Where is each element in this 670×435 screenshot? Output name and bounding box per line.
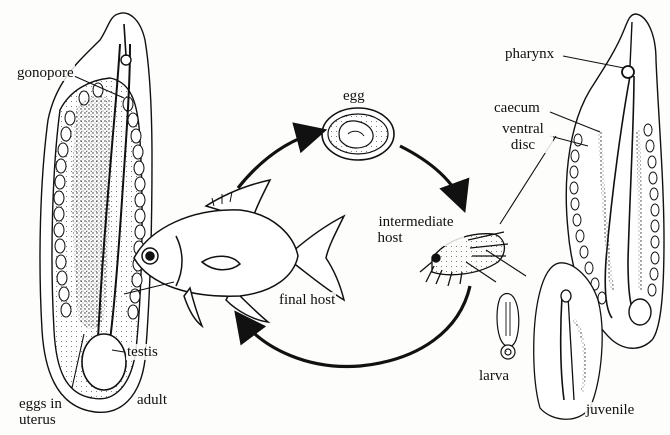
- arrow-to-intermediate-host: [400, 146, 462, 204]
- label-eggs-in-uterus-line2: uterus: [19, 412, 56, 428]
- label-intermediate-host-line2: host: [377, 230, 402, 246]
- label-ventral-disc-line2: disc: [511, 137, 535, 153]
- label-gonopore: gonopore: [16, 65, 75, 81]
- label-eggs-in-uterus: eggs in uterus: [18, 396, 63, 428]
- label-ventral-disc-line1: ventral: [502, 121, 544, 137]
- juvenile-drawing: [534, 263, 602, 419]
- label-ventral-disc: ventral disc: [493, 121, 553, 153]
- label-larva: larva: [478, 368, 510, 384]
- label-pharynx: pharynx: [504, 46, 555, 62]
- label-final-host: final host: [278, 292, 336, 308]
- arrow-to-final-host: [240, 286, 470, 367]
- label-intermediate-host: intermediate host: [368, 214, 464, 246]
- label-juvenile: juvenile: [585, 402, 635, 418]
- label-intermediate-host-line1: intermediate: [379, 214, 454, 230]
- arrow-to-egg: [238, 132, 318, 188]
- larva-drawing: [497, 294, 519, 360]
- label-eggs-in-uterus-line1: eggs in: [19, 396, 62, 412]
- label-egg: egg: [342, 88, 366, 104]
- label-adult: adult: [136, 392, 168, 408]
- label-caecum: caecum: [493, 100, 541, 116]
- label-testis: testis: [126, 344, 159, 360]
- egg-drawing: [322, 108, 394, 160]
